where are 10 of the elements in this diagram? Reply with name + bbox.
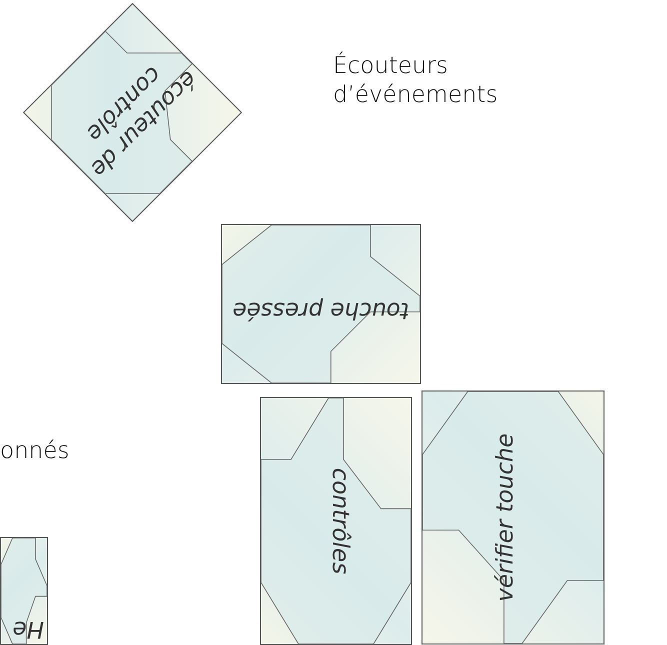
tile-label: vérifier touche <box>492 432 520 604</box>
tile-label: touche pressée <box>232 296 410 323</box>
section-heading: onnés <box>0 437 70 466</box>
section-heading: Écouteurs d’événements <box>333 52 499 110</box>
puzzle-tile <box>422 390 604 644</box>
puzzle-tile <box>0 537 48 645</box>
puzzle-tile <box>260 397 412 645</box>
tile-label: He <box>12 615 45 642</box>
tile-label: contrôles <box>326 466 353 576</box>
puzzle-tile <box>221 224 421 384</box>
